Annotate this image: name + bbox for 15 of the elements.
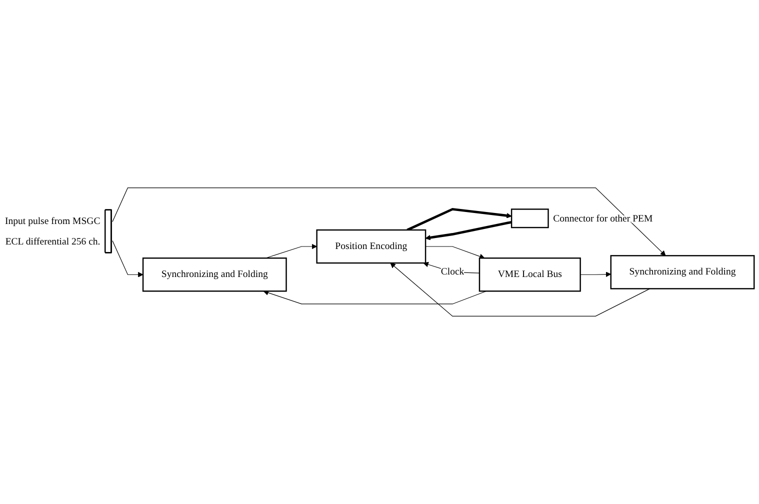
- node-box: Synchronizing and Folding: [142, 258, 287, 292]
- node-box: Position Encoding: [316, 229, 426, 264]
- side-label: Input pulse from MSGC: [5, 216, 100, 227]
- arrow: [112, 240, 144, 278]
- arrow: [265, 244, 318, 258]
- edge-label: Clock: [440, 266, 464, 278]
- side-label: ECL differential 256 ch.: [5, 236, 100, 248]
- arrow: [112, 187, 666, 256]
- node-box: [510, 208, 549, 228]
- node-box: Synchronizing and Folding: [610, 255, 755, 290]
- arrow: [425, 246, 485, 259]
- arrow: [580, 272, 612, 278]
- node-box: VME Local Bus: [478, 258, 581, 292]
- arrow: [425, 220, 512, 240]
- arrow: [406, 208, 512, 232]
